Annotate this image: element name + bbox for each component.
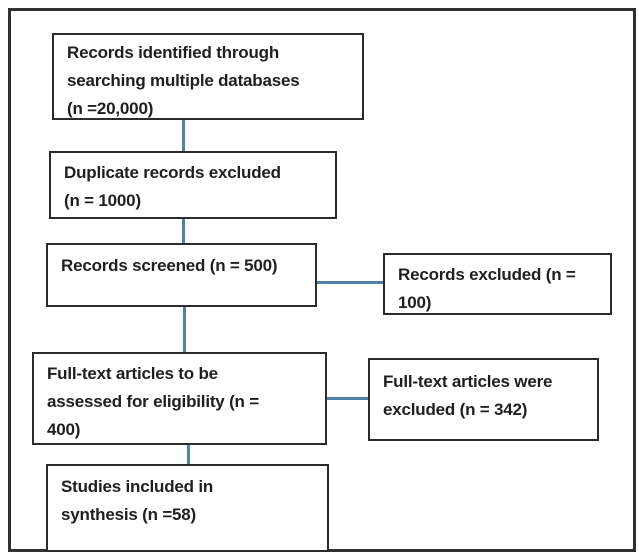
node-studies-included: Studies included in synthesis (n =58) xyxy=(46,464,329,552)
connector-screened-to-fulltext xyxy=(183,306,186,353)
node-records-screened: Records screened (n = 500) xyxy=(46,243,317,307)
node-fulltext-excluded-label: Full-text articles were excluded (n = 34… xyxy=(383,372,553,419)
node-duplicates-excluded-label: Duplicate records excluded (n = 1000) xyxy=(64,163,281,210)
connector-fulltext-to-included xyxy=(187,444,190,465)
connector-fulltext-to-fulltext-excluded xyxy=(326,397,369,400)
node-records-excluded-label: Records excluded (n = 100) xyxy=(398,265,576,312)
connector-duplicates-to-screened xyxy=(182,218,185,244)
node-fulltext-assessed: Full-text articles to be assessed for el… xyxy=(32,352,327,445)
diagram-frame: Records identified through searching mul… xyxy=(8,8,636,552)
node-fulltext-excluded: Full-text articles were excluded (n = 34… xyxy=(368,358,599,441)
node-records-excluded: Records excluded (n = 100) xyxy=(383,253,612,315)
connector-identified-to-duplicates xyxy=(182,119,185,152)
node-records-identified-label: Records identified through searching mul… xyxy=(67,43,300,118)
node-records-identified: Records identified through searching mul… xyxy=(52,33,364,120)
node-fulltext-assessed-label: Full-text articles to be assessed for el… xyxy=(47,364,259,439)
connector-screened-to-records-excluded xyxy=(316,281,384,284)
node-duplicates-excluded: Duplicate records excluded (n = 1000) xyxy=(49,151,337,219)
node-records-screened-label: Records screened (n = 500) xyxy=(61,256,278,275)
node-studies-included-label: Studies included in synthesis (n =58) xyxy=(61,477,214,524)
